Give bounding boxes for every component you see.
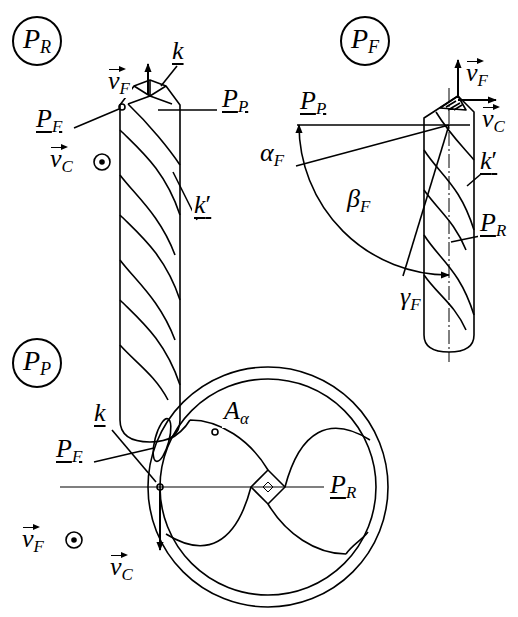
symbol-label: PR — [478, 210, 508, 240]
point-marker — [119, 104, 125, 110]
vf-arrow — [457, 60, 459, 96]
chisel-edge — [128, 80, 172, 104]
point-marker — [157, 484, 163, 490]
symbol-label: PF — [34, 106, 64, 136]
vector-label: vF — [106, 68, 132, 98]
symbol-label: k — [92, 400, 108, 426]
vf-arrow — [147, 64, 149, 95]
tip-hatch — [440, 96, 466, 110]
vector-label: vC — [108, 554, 135, 584]
leader-line — [467, 174, 481, 186]
plane-circle: PF — [340, 16, 390, 66]
rake-line — [403, 125, 449, 276]
leader-line — [451, 236, 480, 242]
out-of-plane-symbol — [100, 160, 104, 164]
out-of-plane-symbol — [94, 154, 110, 170]
vector-label: vF — [20, 526, 46, 556]
plane-name: PP — [23, 347, 51, 379]
symbol-label: Aα — [222, 398, 251, 428]
vc-arrow — [159, 490, 161, 550]
plane-circle: PR — [12, 16, 62, 66]
angle-arc — [299, 125, 449, 275]
symbol-label: k′ — [192, 192, 213, 218]
plane-name: PR — [23, 25, 51, 57]
point-marker — [212, 429, 218, 435]
symbol-label: αF — [258, 140, 286, 170]
leader-line — [94, 448, 154, 462]
drill-body — [120, 80, 180, 442]
symbol-label: PF — [54, 436, 84, 466]
vector-label: vC — [48, 146, 75, 176]
symbol-label: PP — [298, 88, 328, 118]
symbol-label: βF — [345, 186, 372, 216]
drill-axis — [449, 88, 450, 362]
symbol-label: k′ — [478, 148, 499, 174]
plane-pr-line — [60, 486, 324, 487]
flank-line — [296, 125, 449, 166]
vector-label: vC — [480, 106, 507, 136]
plane-circle: PP — [12, 338, 62, 388]
vc-arrow — [458, 99, 496, 101]
symbol-label: γF — [398, 284, 423, 314]
flute-line — [120, 104, 180, 400]
symbol-label: PP — [220, 86, 250, 116]
plane-pf-loop — [150, 417, 175, 463]
out-of-plane-symbol — [66, 532, 82, 548]
out-of-plane-symbol — [72, 538, 76, 542]
leader-line — [161, 66, 177, 86]
symbol-label: PR — [328, 472, 358, 502]
leader-line — [74, 109, 119, 128]
plane-pp-line — [158, 109, 217, 111]
plane-name: PF — [351, 25, 379, 57]
vector-label: vF — [464, 60, 490, 90]
symbol-label: k — [170, 38, 186, 64]
